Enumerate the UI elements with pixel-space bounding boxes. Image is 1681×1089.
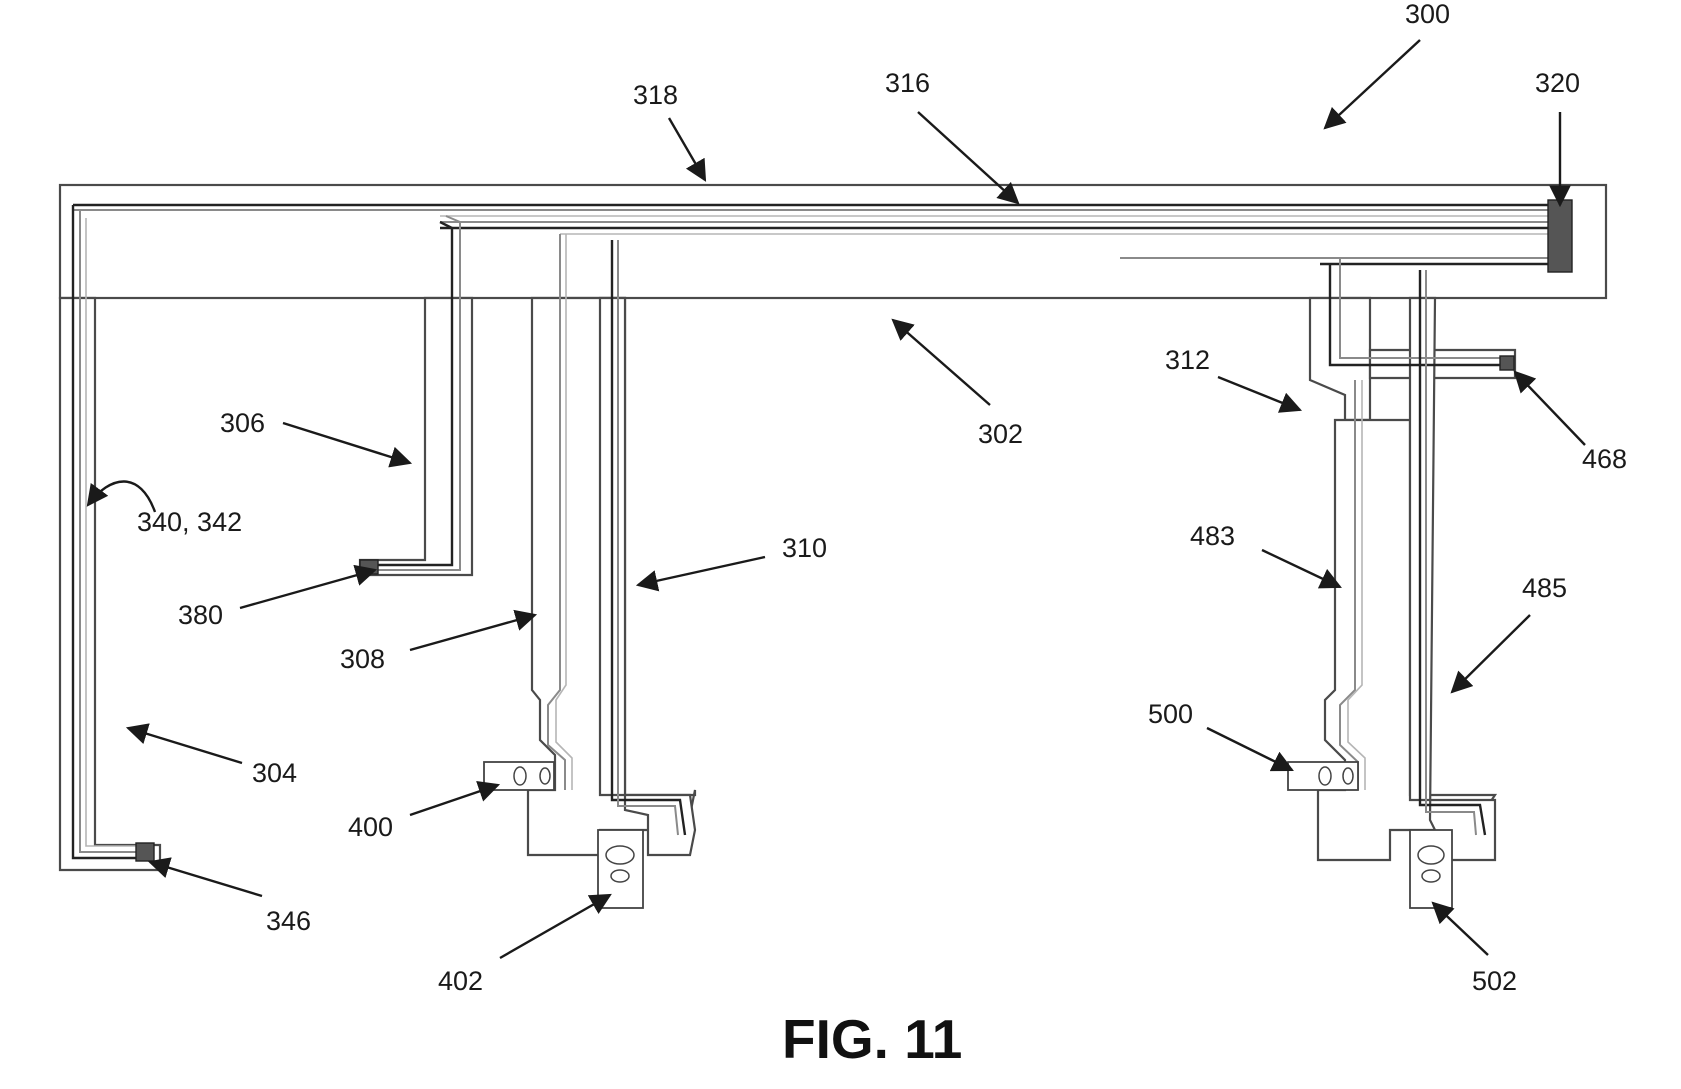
label-483: 483 — [1190, 521, 1235, 551]
top-bar-outline — [60, 185, 1606, 298]
label-310: 310 — [782, 533, 827, 563]
label-468: 468 — [1582, 444, 1627, 474]
leader-346 — [150, 862, 262, 896]
leader-304 — [128, 728, 242, 763]
label-316: 316 — [885, 68, 930, 98]
leader-318 — [669, 118, 705, 180]
label-304: 304 — [252, 758, 297, 788]
label-318: 318 — [633, 80, 678, 110]
label-340-342: 340, 342 — [137, 507, 242, 537]
leg-483-outline — [1318, 420, 1495, 860]
leader-502 — [1433, 903, 1488, 955]
label-308: 308 — [340, 644, 385, 674]
label-500: 500 — [1148, 699, 1193, 729]
label-402: 402 — [438, 966, 483, 996]
label-302: 302 — [978, 419, 1023, 449]
label-485: 485 — [1522, 573, 1567, 603]
tab-402 — [598, 830, 643, 908]
leader-300 — [1325, 40, 1420, 128]
leader-306 — [283, 423, 410, 463]
leader-402 — [500, 895, 610, 958]
label-380: 380 — [178, 600, 223, 630]
pad-320 — [1548, 200, 1572, 272]
label-312: 312 — [1165, 345, 1210, 375]
label-300: 300 — [1405, 0, 1450, 29]
label-502: 502 — [1472, 966, 1517, 996]
pad-346 — [136, 843, 154, 861]
label-320: 320 — [1535, 68, 1580, 98]
pad-468 — [1500, 356, 1514, 370]
leader-380 — [240, 570, 375, 608]
leader-485 — [1452, 615, 1530, 692]
leader-302 — [893, 320, 990, 405]
leader-483 — [1262, 550, 1340, 587]
leader-500 — [1207, 728, 1292, 770]
leader-468 — [1515, 372, 1585, 445]
figure-caption: FIG. 11 — [782, 1008, 962, 1070]
label-346: 346 — [266, 906, 311, 936]
label-400: 400 — [348, 812, 393, 842]
connector-tabs — [484, 762, 1452, 908]
trace-310-b — [618, 240, 678, 835]
tab-502 — [1410, 830, 1452, 908]
arm-306-outline — [360, 298, 472, 575]
leader-308 — [410, 615, 535, 650]
label-306: 306 — [220, 408, 265, 438]
tab-500 — [1288, 762, 1358, 790]
left-leg-outline — [60, 298, 160, 870]
leader-312 — [1218, 377, 1300, 410]
leader-310 — [638, 557, 765, 585]
leader-400 — [410, 785, 498, 815]
leg-485-outline — [1410, 298, 1495, 860]
